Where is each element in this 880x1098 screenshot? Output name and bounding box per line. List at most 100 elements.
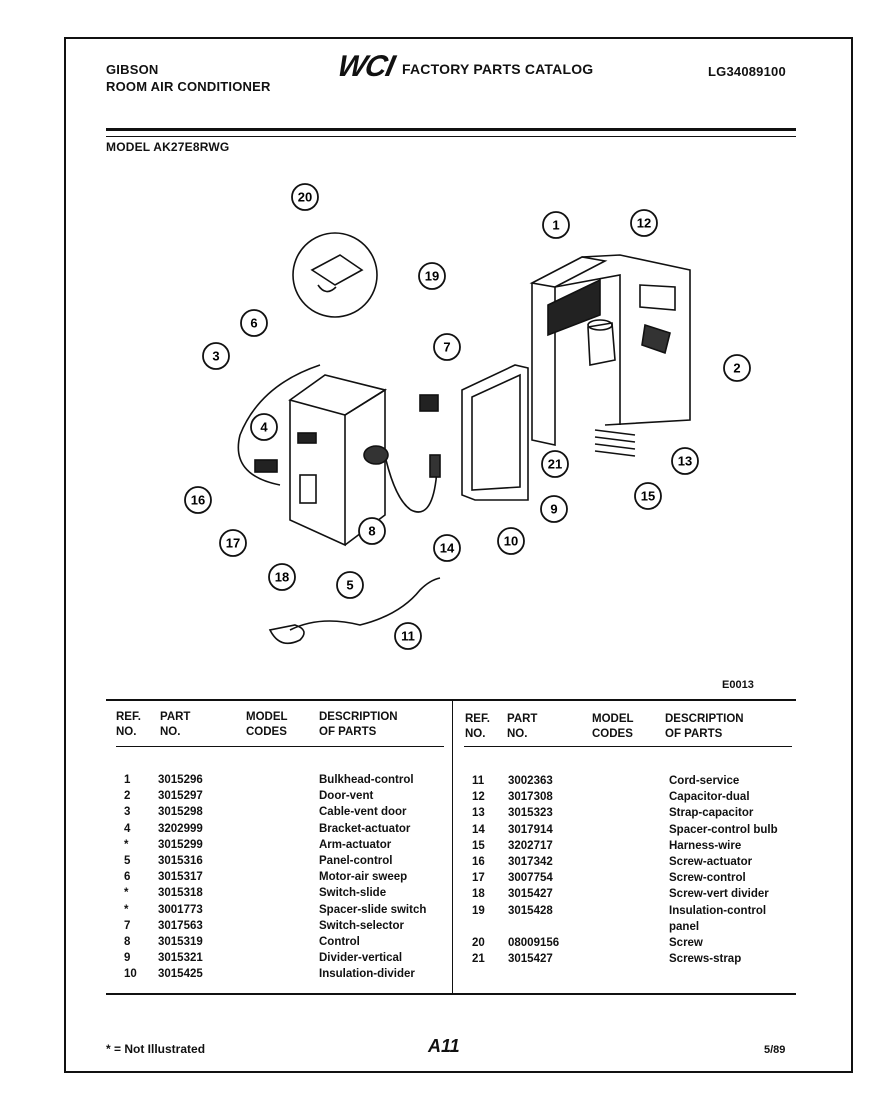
cell-ref: 14: [472, 823, 485, 836]
cell-part: 3017342: [508, 856, 553, 868]
cell-part: 3001773: [158, 903, 203, 916]
cell-ref: 18: [472, 888, 485, 901]
cell-desc: Door-vent: [319, 790, 374, 803]
cell-part: 3015299: [158, 838, 203, 851]
callout-14: 14: [433, 534, 461, 562]
cell-ref: 1: [124, 774, 131, 786]
cell-desc: Panel-control: [319, 855, 393, 867]
brand-name: GIBSON: [106, 62, 159, 77]
cell-part: 08009156: [508, 937, 560, 949]
cell-part: 3017914: [508, 823, 553, 836]
model-line: MODEL AK27E8RWG: [106, 140, 230, 154]
callout-8: 8: [358, 517, 386, 545]
cell-desc: Insulation-control: [669, 904, 767, 917]
cell-part: 3015428: [508, 904, 553, 917]
cell-part: 3202999: [158, 822, 203, 835]
cell-ref: 13: [472, 807, 485, 820]
cell-ref: 4: [124, 822, 131, 835]
cell-desc: Screws-strap: [669, 953, 742, 966]
header-rule-thick: [106, 128, 796, 131]
wci-logo: WCI: [334, 50, 397, 83]
cell-desc: Spacer-slide switch: [319, 903, 427, 916]
callout-15: 15: [634, 482, 662, 510]
cell-part: 3015427: [508, 888, 553, 901]
cell-ref: 7: [124, 919, 131, 932]
svg-text:1: 1: [552, 218, 559, 233]
svg-text:8: 8: [368, 524, 375, 539]
header-underline-right: [464, 746, 792, 747]
cell-desc: Screw: [669, 937, 703, 949]
not-illustrated-note: * = Not Illustrated: [106, 1042, 206, 1056]
cell-ref: 12: [472, 791, 485, 804]
cell-ref: 2: [124, 790, 131, 803]
cell-desc: Bulkhead-control: [319, 774, 414, 786]
callout-3: 3: [202, 342, 230, 370]
cell-ref: 9: [124, 952, 131, 965]
svg-text:19: 19: [425, 269, 439, 284]
svg-text:13: 13: [678, 454, 692, 469]
callout-11: 11: [394, 622, 422, 650]
header-underline-left: [116, 746, 444, 747]
cell-desc: Strap-capacitor: [669, 807, 754, 820]
catalog-number: LG34089100: [708, 64, 786, 79]
svg-text:15: 15: [641, 489, 655, 504]
cell-ref: 6: [124, 871, 131, 884]
product-name: ROOM AIR CONDITIONER: [106, 79, 271, 94]
callout-20: 20: [291, 183, 319, 211]
cell-ref: *: [124, 887, 129, 900]
cell-ref: 15: [472, 839, 485, 852]
table-bottom-rule: [106, 993, 796, 995]
cell-part: 3002363: [508, 775, 553, 787]
svg-text:11: 11: [401, 629, 415, 644]
callout-17: 17: [219, 529, 247, 557]
cell-ref: 20: [472, 937, 485, 949]
cell-part: 3017563: [158, 919, 203, 932]
callout-2: 2: [723, 354, 751, 382]
cell-desc: Arm-actuator: [319, 838, 392, 851]
cell-ref: 8: [124, 936, 131, 948]
svg-text:5: 5: [346, 578, 353, 593]
page-number: A11: [428, 1036, 460, 1056]
cell-desc: Cord-service: [669, 775, 740, 787]
svg-text:9: 9: [550, 502, 557, 517]
svg-text:4: 4: [260, 420, 268, 435]
cell-desc: Cable-vent door: [319, 806, 407, 819]
col-ref-header-right: REF.NO.: [465, 713, 490, 740]
cell-desc: Screw-control: [669, 872, 746, 885]
cell-desc: Insulation-divider: [319, 968, 415, 981]
svg-text:16: 16: [191, 493, 205, 508]
table-center-divider: [452, 701, 453, 993]
col-ref-header-left: REF.NO.: [116, 711, 141, 738]
callout-1: 1: [542, 211, 570, 239]
cell-desc: Control: [319, 936, 360, 948]
cell-desc: Spacer-control bulb: [669, 823, 778, 836]
cell-ref: *: [124, 903, 129, 916]
catalog-title: FACTORY PARTS CATALOG: [402, 61, 594, 77]
cell-desc: Switch-slide: [319, 887, 387, 900]
cell-part: 3015297: [158, 790, 203, 803]
svg-text:6: 6: [250, 316, 257, 331]
cell-ref: 3: [124, 806, 131, 819]
cell-part: 3015427: [508, 953, 553, 966]
svg-text:2: 2: [733, 361, 740, 376]
callout-9: 9: [540, 495, 568, 523]
cell-part: 3015316: [158, 855, 203, 867]
detail-inset-circle: [292, 232, 378, 318]
cell-desc: Motor-air sweep: [319, 871, 408, 884]
page-frame: [64, 37, 853, 1073]
callout-18: 18: [268, 563, 296, 591]
cell-part: 3015298: [158, 806, 203, 819]
cell-part: 3015319: [158, 936, 203, 948]
cell-desc: Screw-actuator: [669, 856, 753, 868]
callout-6: 6: [240, 309, 268, 337]
cell-ref: 17: [472, 872, 485, 885]
callout-16: 16: [184, 486, 212, 514]
table-top-rule: [106, 699, 796, 701]
svg-text:10: 10: [504, 534, 518, 549]
